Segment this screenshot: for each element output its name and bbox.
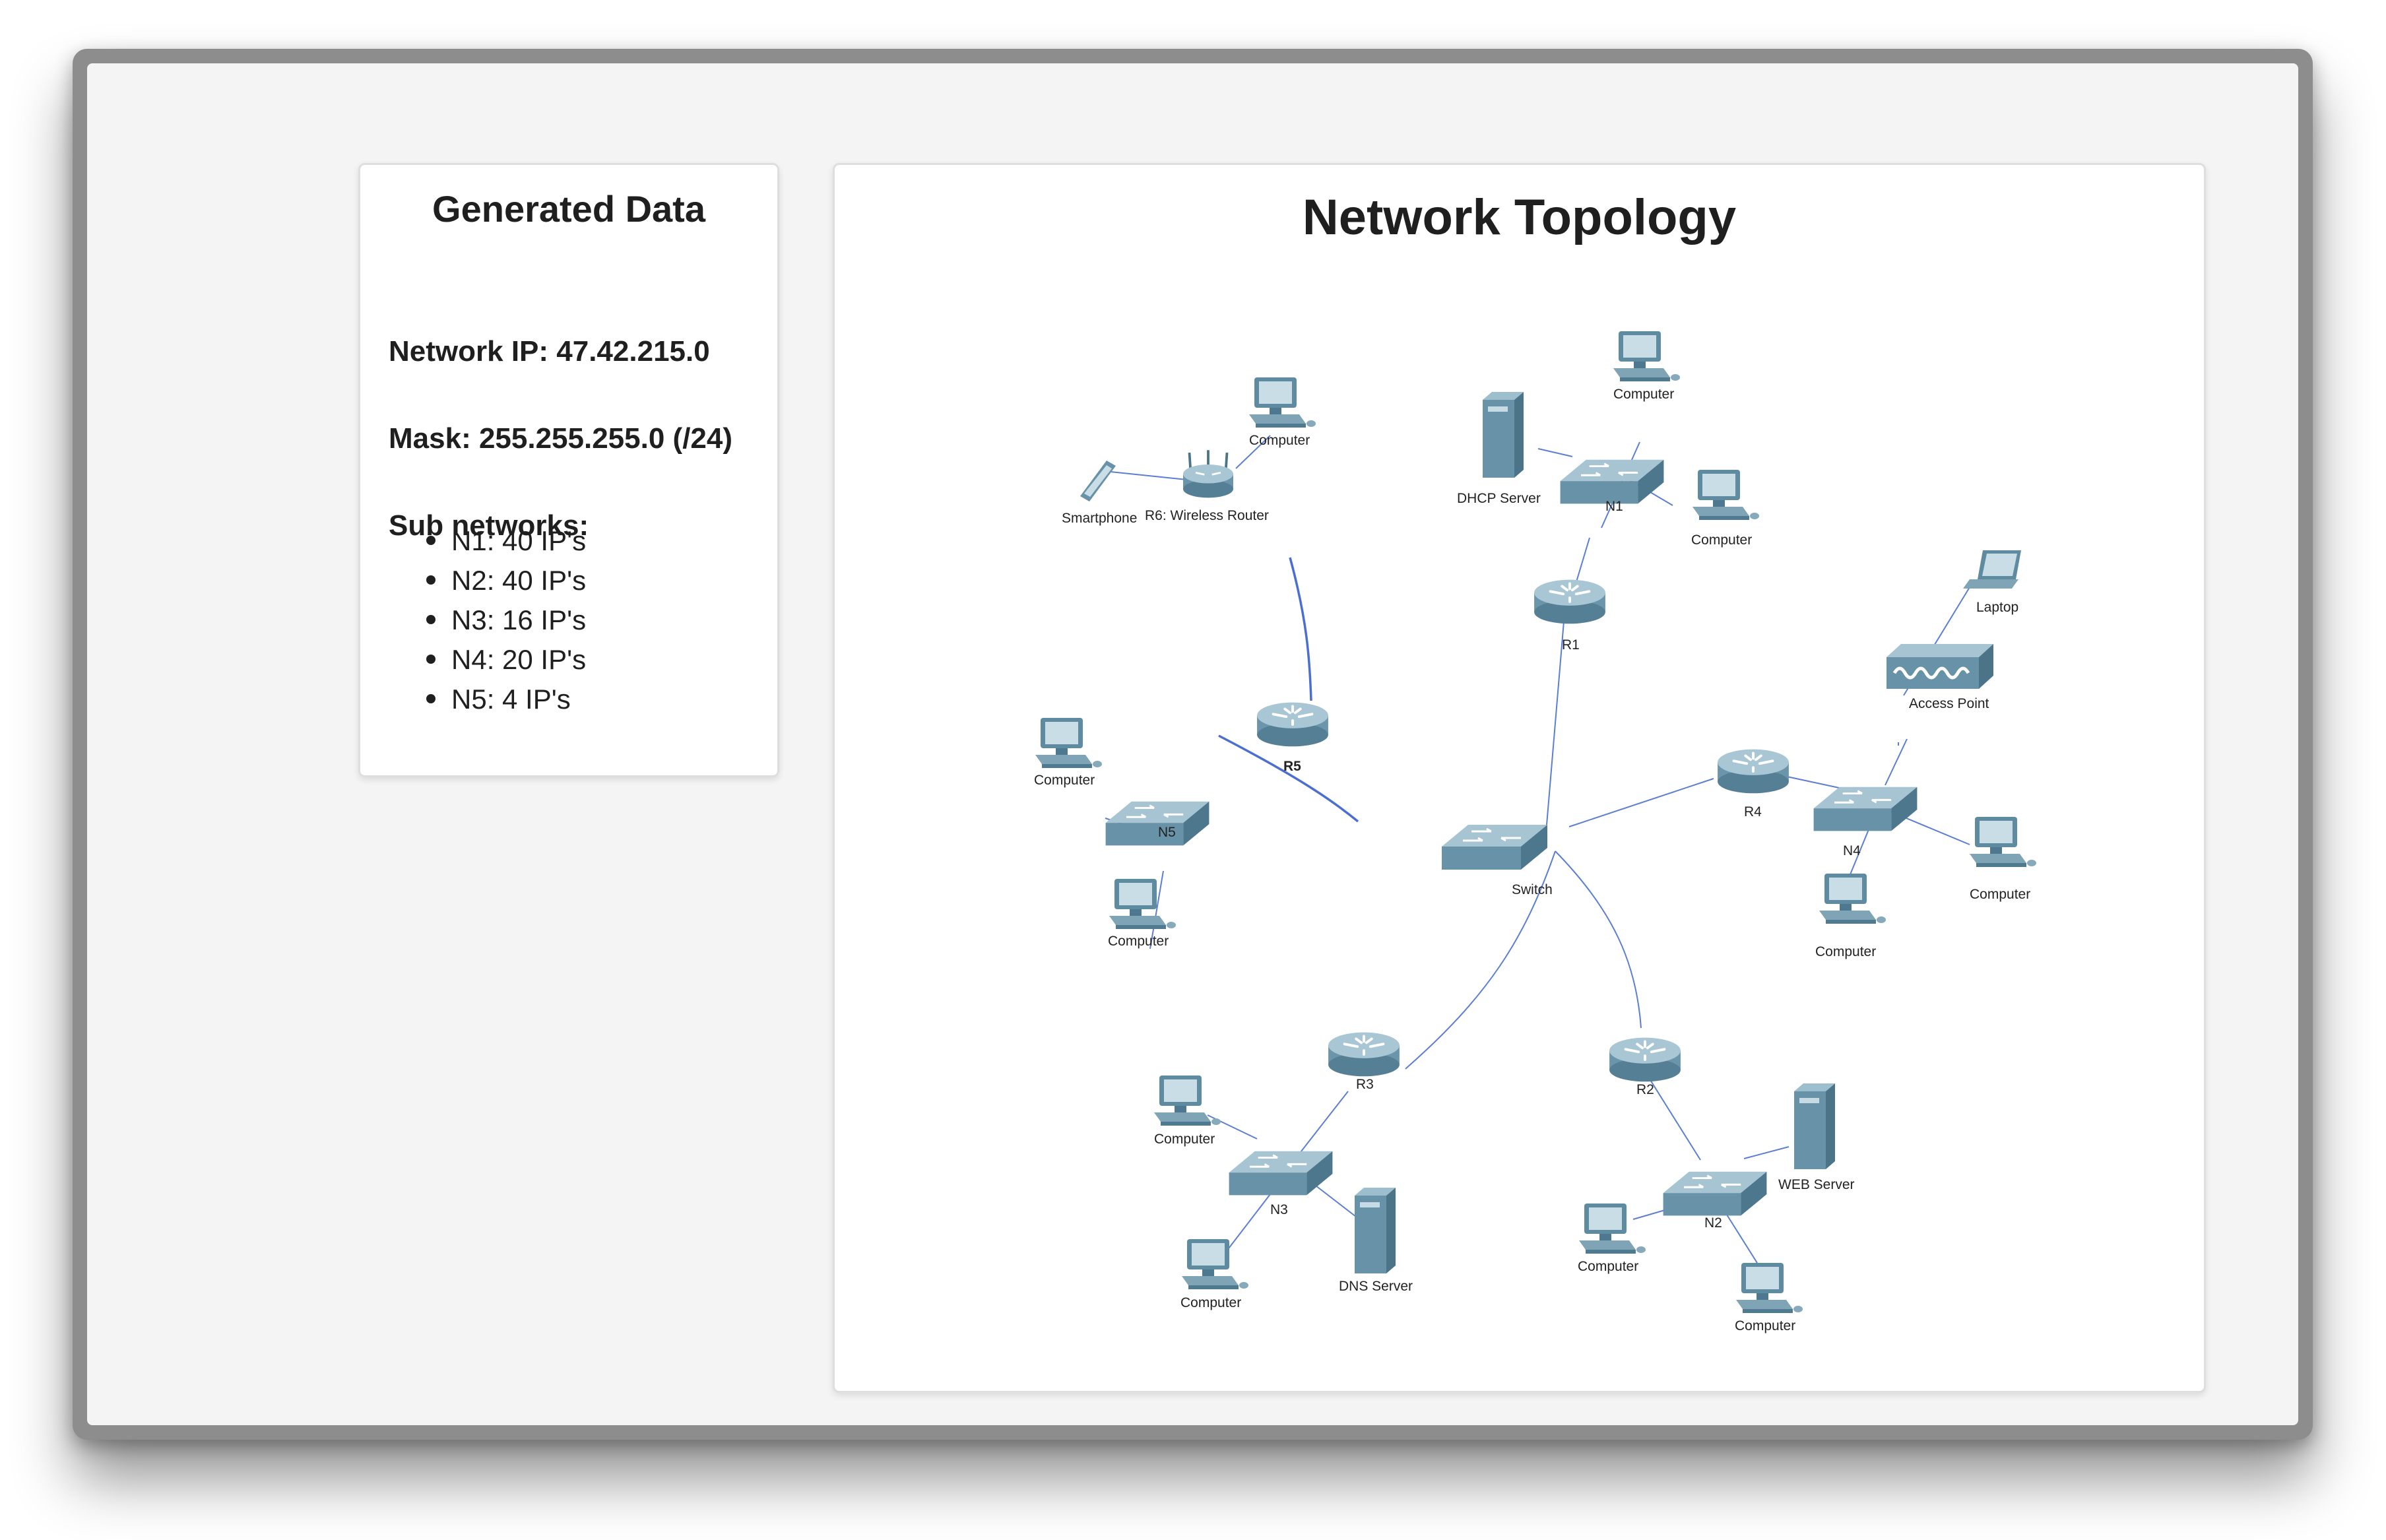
computer-n1-right-label: Computer: [1691, 532, 1752, 548]
link-switch-r3: [1405, 850, 1556, 1070]
bullet-icon: [426, 535, 435, 545]
topology-diagram: Switch R1 N1 Computer DHCP Server Comput…: [1034, 331, 2036, 1333]
subnet-list-item: N3: 16 IP's: [426, 600, 586, 640]
dhcp-server[interactable]: [1483, 392, 1524, 478]
router-r3[interactable]: [1327, 1031, 1401, 1078]
web-server[interactable]: [1794, 1083, 1835, 1169]
computer-n1-right[interactable]: [1693, 470, 1759, 520]
computer-n3-bottom[interactable]: [1182, 1239, 1248, 1289]
subnet-list-item: N4: 20 IP's: [426, 640, 586, 680]
bullet-icon: [426, 575, 435, 585]
link-r3-n3: [1298, 1091, 1349, 1155]
router-r5-label: R5: [1283, 759, 1301, 774]
bullet-icon: [426, 654, 435, 664]
link-r2-n2: [1644, 1071, 1701, 1161]
computer-r6-label: Computer: [1249, 433, 1310, 448]
dns-server[interactable]: [1355, 1188, 1396, 1273]
generated-data-title: Generated Data: [432, 188, 705, 230]
link-n1-dhcp: [1537, 448, 1573, 457]
subnets-heading: Sub networks:: [389, 509, 589, 542]
link-n4-ap: [1885, 738, 1908, 786]
core-switch-label: Switch: [1512, 882, 1553, 897]
core-switch[interactable]: [1440, 823, 1549, 871]
subnet-list-item: N2: 40 IP's: [426, 561, 586, 600]
router-r2[interactable]: [1608, 1036, 1682, 1083]
link-switch-r5: [1218, 734, 1359, 823]
switch-n5[interactable]: [1105, 800, 1210, 847]
link-r5-r6: [1289, 557, 1312, 701]
dhcp-server-label: DHCP Server: [1457, 491, 1541, 506]
link-n3-pc-bottom: [1226, 1194, 1271, 1252]
generated-data-card: Generated Data Network IP: 47.42.215.0 M…: [358, 163, 779, 777]
mask-text: Mask: 255.255.255.0 (/24): [389, 422, 733, 455]
computer-r6[interactable]: [1249, 377, 1316, 428]
computer-n2-bottom[interactable]: [1736, 1263, 1803, 1313]
link-n2-web: [1743, 1146, 1790, 1159]
switch-n3[interactable]: [1228, 1150, 1334, 1196]
subnet-list-item: N1: 40 IP's: [426, 521, 586, 561]
topology-title: Network Topology: [1302, 189, 1737, 245]
link-switch-r2: [1555, 850, 1642, 1029]
link-n4-pc-left: [1847, 824, 1871, 882]
computer-n5-top-label: Computer: [1034, 773, 1095, 788]
computer-n3-bottom-label: Computer: [1180, 1295, 1241, 1310]
switch-n3-label: N3: [1270, 1202, 1288, 1217]
computer-n1-top[interactable]: [1613, 331, 1680, 381]
switch-n2-label: N2: [1704, 1215, 1722, 1231]
laptop-label: Laptop: [1976, 600, 2018, 615]
access-point-label: Access Point: [1909, 696, 1989, 711]
router-r3-label: R3: [1356, 1077, 1374, 1092]
dns-server-label: DNS Server: [1339, 1279, 1413, 1294]
router-r2-label: R2: [1636, 1082, 1654, 1097]
link-switch-r1: [1545, 613, 1565, 833]
switch-n1-label: N1: [1605, 499, 1623, 514]
smartphone-device[interactable]: [1080, 461, 1116, 501]
switch-n5-label: N5: [1158, 825, 1176, 840]
laptop-device[interactable]: [1963, 550, 2021, 589]
bullet-icon: [426, 614, 435, 624]
switch-n2[interactable]: [1662, 1171, 1768, 1217]
network-ip-text: Network IP: 47.42.215.0: [389, 335, 710, 368]
switch-n4[interactable]: [1813, 786, 1918, 832]
computer-n3-top-label: Computer: [1154, 1132, 1215, 1147]
access-point[interactable]: [1886, 644, 1993, 689]
computer-n3-top[interactable]: [1154, 1075, 1221, 1126]
router-r1-label: R1: [1562, 637, 1580, 653]
link-switch-r4: [1568, 778, 1714, 827]
router-r4-label: R4: [1744, 804, 1762, 819]
link-n5-pc-bottom: [1149, 870, 1164, 949]
router-r4[interactable]: [1716, 748, 1790, 795]
switch-n4-label: N4: [1843, 843, 1861, 858]
bullet-icon: [426, 693, 435, 703]
computer-n1-top-label: Computer: [1613, 387, 1674, 402]
computer-n2-left[interactable]: [1579, 1203, 1646, 1254]
subnet-list-item: N5: 4 IP's: [426, 680, 586, 719]
computer-n2-bottom-label: Computer: [1735, 1318, 1795, 1333]
page-viewport: Generated Data Network IP: 47.42.215.0 M…: [87, 63, 2298, 1425]
link-r6-pc: [1235, 435, 1271, 469]
computer-n5-top[interactable]: [1035, 718, 1102, 768]
subnet-list: N1: 40 IP's N2: 40 IP's N3: 16 IP's N4: …: [426, 521, 586, 719]
smartphone-label: Smartphone: [1062, 511, 1137, 526]
wireless-router-r6[interactable]: [1182, 449, 1235, 499]
computer-n5-bottom[interactable]: [1109, 879, 1176, 929]
computer-n2-left-label: Computer: [1578, 1259, 1638, 1274]
network-topology-card: Network Topology: [833, 163, 2206, 1393]
computer-n4-left-label: Computer: [1815, 944, 1876, 959]
router-r5[interactable]: [1256, 701, 1330, 748]
wireless-router-r6-label: R6: Wireless Router: [1145, 508, 1269, 523]
switch-n1[interactable]: [1559, 459, 1665, 505]
computer-n4-right-label: Computer: [1970, 887, 2030, 902]
computer-n5-bottom-label: Computer: [1108, 934, 1169, 949]
computer-n4-left[interactable]: [1819, 874, 1886, 924]
computer-n4-right[interactable]: [1970, 817, 2036, 867]
browser-window-frame: Generated Data Network IP: 47.42.215.0 M…: [73, 49, 2313, 1440]
router-r1[interactable]: [1533, 578, 1607, 626]
web-server-label: WEB Server: [1778, 1177, 1855, 1192]
link-n3-dns: [1309, 1180, 1357, 1217]
